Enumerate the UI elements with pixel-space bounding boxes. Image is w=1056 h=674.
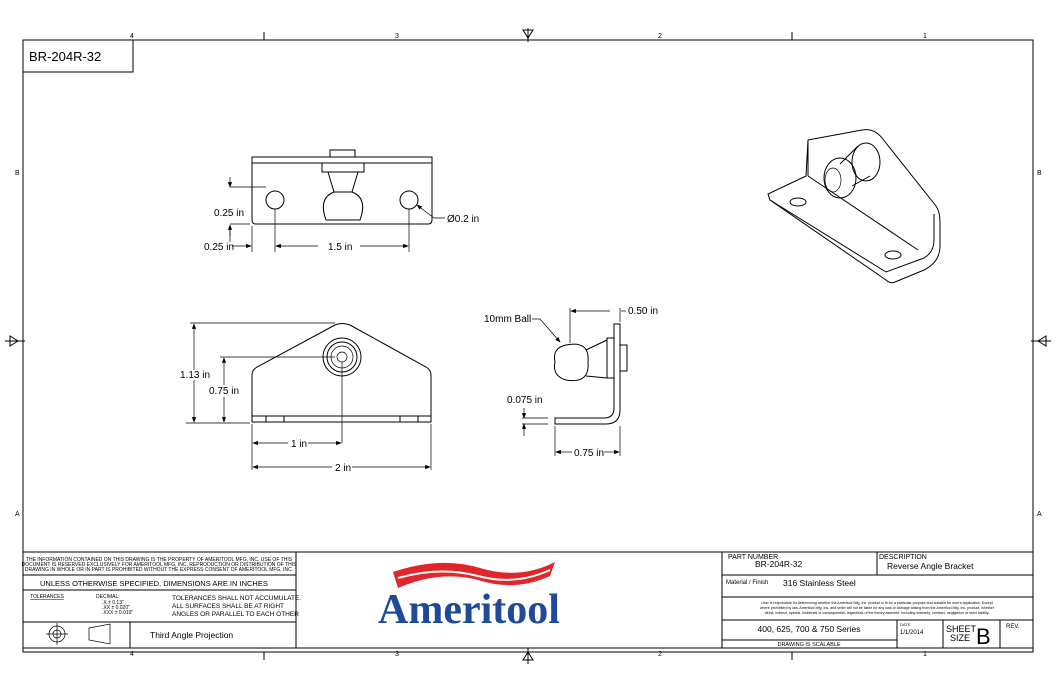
ball-stud — [554, 343, 589, 382]
zone-col-1-bottom: 1 — [923, 651, 927, 658]
zone-col-3-top: 3 — [395, 33, 399, 40]
date: 1/1/2014 — [900, 630, 924, 636]
proprietary-line: DRAWING IN WHOLE OR IN PART IS PROHIBITE… — [25, 567, 293, 573]
title-block: THE INFORMATION CONTAINED ON THIS DRAWIN… — [22, 551, 1034, 649]
dim-height: 1.13 in — [180, 370, 210, 381]
zone-row-b-left: B — [15, 170, 20, 177]
ameritool-logo: Ameritool — [378, 562, 560, 633]
front-view: 1.13 in 0.75 in 1 in 2 in — [180, 322, 432, 474]
sheet-size-label: SHEET — [946, 624, 977, 634]
mounting-hole — [265, 190, 285, 210]
zone-col-2-bottom: 2 — [658, 651, 662, 658]
material: 316 Stainless Steel — [783, 578, 856, 588]
dim-thickness: 0.075 in — [507, 395, 543, 406]
part-tag-box — [22, 39, 134, 73]
series: 400, 625, 700 & 750 Series — [757, 624, 860, 634]
units-note: UNLESS OTHERWISE SPECIFIED, DIMENSIONS A… — [40, 579, 268, 588]
dim-hole-diameter: Ø0.2 in — [447, 214, 479, 225]
isometric-view — [767, 129, 941, 284]
disclaimer-line: User is responsible for determining whet… — [761, 601, 993, 605]
disclaimer-line: where prohibited by law, Ameritool Mfg, … — [760, 606, 995, 610]
mounting-hole — [399, 190, 419, 210]
sheet-size-label: SIZE — [950, 633, 970, 643]
ball-label: 10mm Ball — [484, 314, 531, 325]
dim-ball-height: 0.75 in — [209, 386, 239, 397]
dim-width: 2 in — [335, 463, 351, 474]
sheet-size: B — [976, 624, 991, 649]
tolerance-note: ANGLES OR PARALLEL TO EACH OTHER — [172, 611, 299, 618]
dim-hole-offset-x: 0.25 in — [204, 242, 234, 253]
zone-col-3-bottom: 3 — [395, 651, 399, 658]
logo-text: Ameritool — [378, 587, 560, 633]
disclaimer-line: direct, indirect, special, incidental or… — [765, 611, 990, 615]
dim-hole-offset-y: 0.25 in — [214, 208, 244, 219]
center-mark-icon — [5, 335, 1051, 347]
zone-markers: 4 3 2 1 4 3 2 1 B A B A — [5, 28, 1051, 664]
side-view: 10mm Ball 0.50 in 0.075 in 0.75 in — [484, 306, 658, 459]
part-number: BR-204R-32 — [755, 559, 803, 569]
dim-ball-projection: 0.50 in — [628, 306, 658, 317]
zone-col-1-top: 1 — [923, 33, 927, 40]
part-tag: BR-204R-32 — [29, 49, 101, 64]
date-label: DATE — [900, 622, 911, 627]
third-angle-projection-icon — [46, 623, 111, 645]
proprietary-line: DOCUMENT IS RESERVED EXCLUSIVELY FOR AME… — [22, 562, 298, 568]
zone-row-a-right: A — [1037, 511, 1042, 518]
tolerance-row: .XX ± 0.020" — [102, 605, 130, 611]
dim-hole-spacing: 1.5 in — [328, 242, 352, 253]
projection-label: Third Angle Projection — [150, 630, 233, 640]
center-mark-icon — [522, 28, 534, 664]
zone-row-a-left: A — [15, 511, 20, 518]
dim-flange: 0.75 in — [574, 448, 604, 459]
part-number-label: PART NUMBER — [728, 554, 778, 561]
rev-label: REV. — [1006, 624, 1020, 630]
scalable-note: DRAWING IS SCALABLE — [777, 642, 840, 648]
tolerances-label: TOLERANCES — [30, 594, 64, 600]
tolerance-note: TOLERANCES SHALL NOT ACCUMULATE. — [172, 595, 301, 602]
proprietary-line: THE INFORMATION CONTAINED ON THIS DRAWIN… — [26, 557, 293, 563]
material-label: Material / Finish — [726, 580, 768, 586]
dim-ball-offset: 1 in — [291, 439, 307, 450]
tolerance-row: .X ± 0.13" — [102, 600, 124, 606]
top-view: 0.25 in 0.25 in 1.5 in Ø0.2 in — [204, 149, 479, 253]
tolerance-row: .XXX ± 0.010" — [102, 610, 133, 616]
ball-stud — [823, 157, 857, 199]
description-label: DESCRIPTION — [879, 554, 927, 561]
description: Reverse Angle Bracket — [887, 561, 974, 571]
zone-col-4-top: 4 — [130, 33, 134, 40]
zone-row-b-right: B — [1037, 170, 1042, 177]
tolerance-note: ALL SURFACES SHALL BE AT RIGHT — [172, 603, 284, 610]
zone-col-2-top: 2 — [658, 33, 662, 40]
zone-col-4-bottom: 4 — [130, 651, 134, 658]
decimal-label: DECIMAL: — [96, 594, 120, 600]
